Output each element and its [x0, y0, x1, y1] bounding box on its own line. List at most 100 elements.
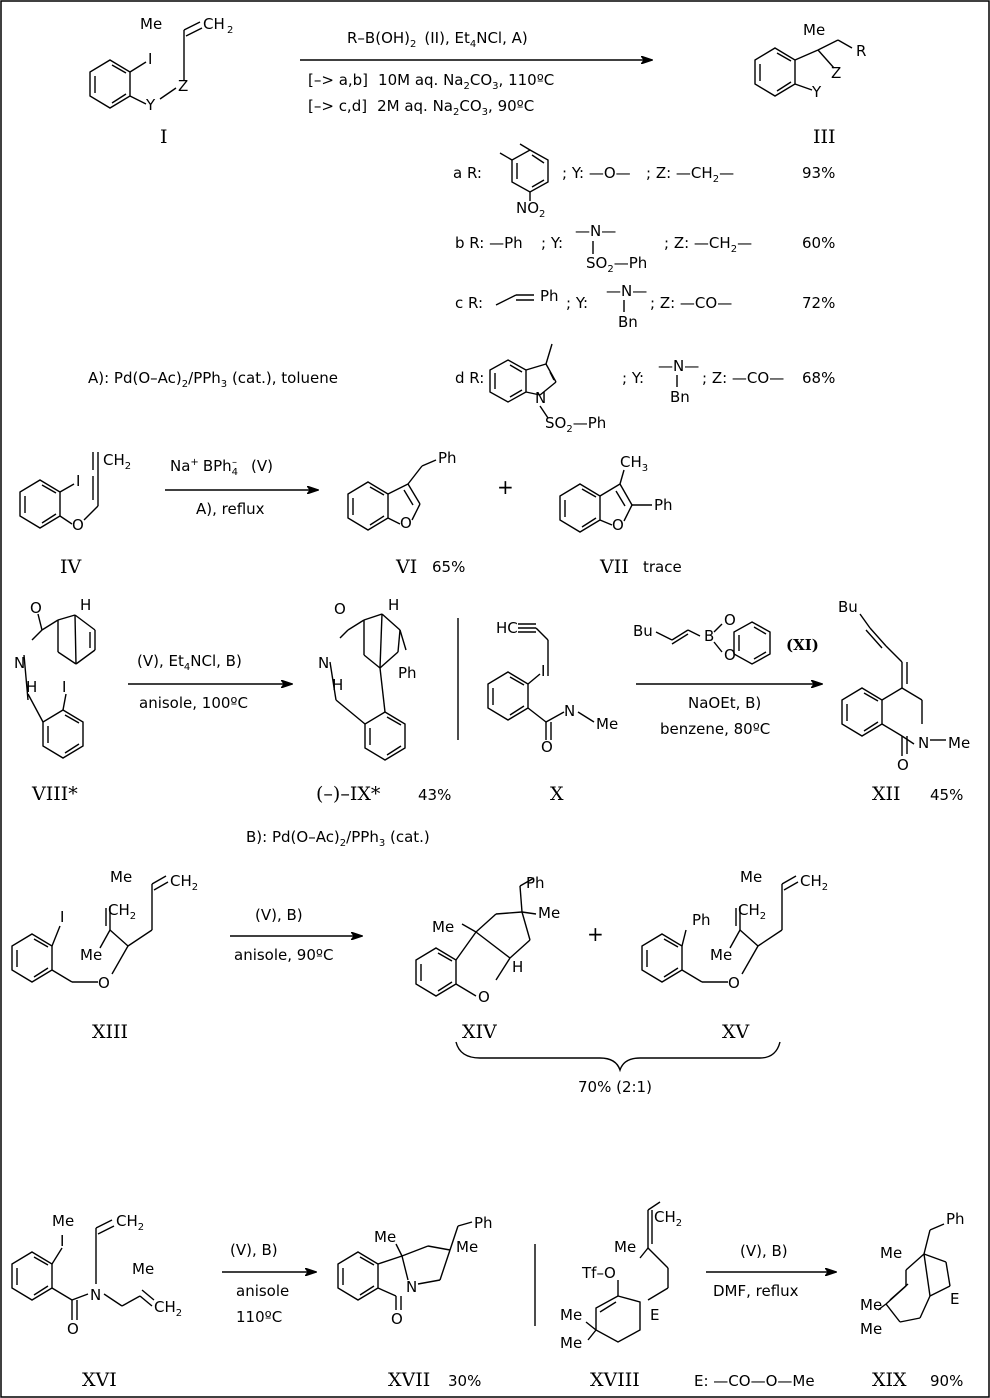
compound-XIII: Me CH2 I CH2 Me O XIII: [11, 868, 198, 1043]
compound-XVII: Ph Me Me N O XVII 30%: [337, 1214, 493, 1391]
yield-d: 68%: [802, 369, 835, 387]
svg-text:; Z: —CH2—: ; Z: —CH2—: [664, 234, 752, 255]
entry-d: d R: N SO2—Ph ; Y: —N— Bn ; Z: —CO— 68%: [455, 343, 835, 435]
svg-text:+: +: [497, 475, 514, 499]
svg-text:A), reflux: A), reflux: [196, 500, 265, 518]
entry-c: c R: Ph ; Y: —N— Bn ; Z: —CO— 72%: [455, 282, 835, 331]
svg-text:45%: 45%: [930, 786, 963, 804]
compound-XIV: Ph Me Me H O XIV: [415, 874, 560, 1043]
svg-text:DMF, reflux: DMF, reflux: [713, 1282, 799, 1300]
svg-text:I: I: [60, 908, 64, 926]
svg-text:Me: Me: [803, 21, 825, 39]
svg-text:Ph: Ph: [946, 1210, 965, 1228]
svg-text:CH3: CH3: [620, 453, 648, 474]
svg-text:R–B(OH)2(II), Et4NCl, A): R–B(OH)2(II), Et4NCl, A): [347, 29, 528, 50]
svg-text:2: 2: [227, 25, 233, 36]
svg-text:; Y:: ; Y:: [566, 294, 588, 312]
reaction-arrow-1: R–B(OH)2(II), Et4NCl, A) [–> a,b]10M aq.…: [300, 29, 652, 118]
svg-text:O: O: [724, 611, 736, 629]
svg-text:Bu: Bu: [838, 598, 858, 616]
svg-text:CH2: CH2: [108, 901, 136, 922]
compound-label-VIII: VIII*: [31, 783, 78, 805]
footnote-a: A): Pd(O–Ac)2/PPh3 (cat.), toluene: [88, 369, 338, 390]
entry-b: b R: —Ph ; Y: —N— SO2—Ph ; Z: —CH2— 60%: [455, 222, 835, 275]
compound-XVI: Me CH2 I N Me CH2 O XVI: [11, 1212, 182, 1391]
yield-c: 72%: [802, 294, 835, 312]
svg-text:N: N: [318, 654, 329, 672]
compound-VI: Ph O VI 65%: [347, 449, 465, 578]
svg-text:H: H: [80, 596, 91, 614]
svg-text:(XI): (XI): [786, 636, 819, 654]
svg-text:Z: Z: [831, 64, 841, 82]
svg-text:Ph: Ph: [692, 911, 711, 929]
svg-text:R: R: [856, 42, 866, 60]
svg-text:O: O: [400, 514, 412, 532]
svg-text:; Z: —CO—: ; Z: —CO—: [702, 369, 784, 387]
label-z: Z: [178, 77, 188, 95]
svg-text:E: E: [950, 1290, 959, 1308]
svg-text:O: O: [391, 1310, 403, 1328]
svg-text:O: O: [897, 756, 909, 774]
svg-text:d R:: d R:: [455, 369, 484, 387]
svg-text:Tf–O: Tf–O: [581, 1264, 616, 1282]
svg-text:N: N: [14, 654, 25, 672]
compound-VIII: O H N H I VIII*: [14, 596, 96, 805]
svg-text:30%: 30%: [448, 1372, 481, 1390]
svg-text:O: O: [72, 516, 84, 534]
svg-text:Y: Y: [811, 83, 822, 101]
svg-text:(V), B): (V), B): [255, 906, 303, 924]
svg-text:Me: Me: [740, 868, 762, 886]
compound-XV: Me CH2 Ph CH2 Me O XV: [641, 868, 828, 1043]
svg-text:NaOEt, B): NaOEt, B): [688, 694, 761, 712]
reaction-arrow-7: (V), B) DMF, reflux: [706, 1242, 836, 1300]
svg-text:N: N: [918, 734, 929, 752]
svg-text:anisole: anisole: [236, 1282, 289, 1300]
svg-text:benzene, 80ºC: benzene, 80ºC: [660, 720, 770, 738]
svg-text:anisole, 90ºC: anisole, 90ºC: [234, 946, 333, 964]
reaction-arrow-6: (V), B) anisole 110ºC: [222, 1241, 316, 1326]
svg-text:H: H: [512, 958, 523, 976]
svg-text:O: O: [98, 974, 110, 992]
svg-text:43%: 43%: [418, 786, 451, 804]
svg-text:Me: Me: [132, 1260, 154, 1278]
compound-label-XV: XV: [722, 1021, 750, 1043]
svg-text:O: O: [541, 738, 553, 756]
entry-a: a R: NO2 ; Y: —O— ; Z: —CH2— 93%: [453, 143, 835, 220]
svg-text:SO2—Ph: SO2—Ph: [545, 414, 606, 435]
svg-text:—N—: —N—: [606, 282, 647, 300]
svg-text:H: H: [332, 676, 343, 694]
svg-text:O: O: [478, 988, 490, 1006]
svg-text:I: I: [62, 678, 66, 696]
svg-text:CH2: CH2: [170, 872, 198, 893]
svg-text:Ph: Ph: [526, 874, 545, 892]
label-me: Me: [140, 15, 162, 33]
label-i: I: [148, 50, 152, 68]
svg-text:; Z: —CH2—: ; Z: —CH2—: [646, 164, 734, 185]
svg-text:(V), Et4NCl, B): (V), Et4NCl, B): [137, 652, 242, 673]
svg-text:H: H: [26, 678, 37, 696]
svg-text:N: N: [535, 389, 546, 407]
svg-text:SO2—Ph: SO2—Ph: [586, 254, 647, 275]
svg-text:O: O: [334, 600, 346, 618]
svg-text:CH2: CH2: [738, 901, 766, 922]
svg-text:Me: Me: [110, 868, 132, 886]
compound-I: Me CH 2 I Y Z I: [89, 15, 233, 148]
svg-text:N: N: [564, 702, 575, 720]
label-ch2: CH: [203, 15, 225, 33]
compound-IV: I O CH2 IV: [19, 451, 131, 578]
svg-text:; Y:: ; Y:: [541, 234, 563, 252]
compound-X: HC I N Me O X: [487, 619, 618, 805]
svg-text:(V), B): (V), B): [230, 1241, 278, 1259]
compound-label-XVIII: XVIII: [590, 1369, 640, 1391]
product-brace: [455, 1041, 781, 1073]
svg-text:CH2: CH2: [654, 1208, 682, 1229]
svg-text:Me: Me: [860, 1320, 882, 1338]
svg-text:Me: Me: [560, 1306, 582, 1324]
svg-text:CH2: CH2: [800, 872, 828, 893]
svg-text:—N—: —N—: [575, 222, 616, 240]
compound-label-XVII: XVII: [388, 1369, 430, 1391]
svg-text:Me: Me: [560, 1334, 582, 1352]
svg-text:CH2: CH2: [103, 451, 131, 472]
